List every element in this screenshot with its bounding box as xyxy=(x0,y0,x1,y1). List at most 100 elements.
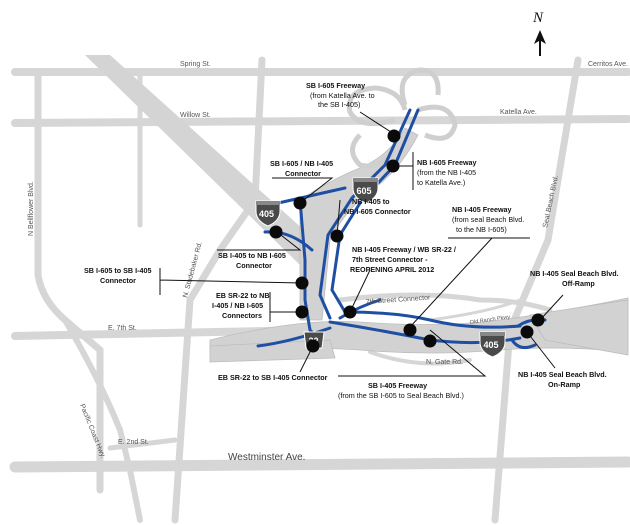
callout-nb405-wb22-line2: 7th Street Connector - xyxy=(352,255,428,264)
callout-nb405-seal-off-line1: NB I-405 Seal Beach Blvd. xyxy=(530,269,619,278)
cerritos-ave-label: Cerritos Ave. xyxy=(588,61,628,68)
i605-band xyxy=(299,127,419,321)
callout-sb605-nb405-line1: SB I-605 / NB I-405 xyxy=(270,159,333,168)
leader-seal-on xyxy=(526,331,556,369)
marker-sb605-nb405 xyxy=(293,196,307,210)
seventh-connector-road xyxy=(337,292,553,313)
cloverleaf-west-loop xyxy=(346,85,408,127)
bellflower-label: N Bellflower Blvd. xyxy=(28,181,35,236)
callout-nb405-wb22-line3: REOPENING APRIL 2012 xyxy=(350,265,434,274)
shield-i405-east-number: 405 xyxy=(484,340,499,350)
leader-sb605-sb405 xyxy=(159,268,303,295)
katella-cloverleaf xyxy=(346,67,458,169)
callout-nb405-fwy: NB I-405 Freeway (from seal Beach Blvd. … xyxy=(452,205,524,234)
pch-road xyxy=(62,317,143,523)
callout-nb405-nb605: NB I-405 to NB I-605 Connector xyxy=(344,197,411,216)
callout-eb22-sb405: EB SR-22 to SB I-405 Connector xyxy=(218,373,328,382)
callout-sb605-fwy: SB I-605 Freeway (from Katella Ave. to t… xyxy=(306,81,375,109)
marker-sb605-fwy xyxy=(387,129,401,143)
callout-nb405-nb605-line2: NB I-605 Connector xyxy=(344,207,411,216)
callout-nb405-seal-on-line2: On-Ramp xyxy=(548,380,581,389)
shield-i605: 605 xyxy=(352,177,379,204)
shield-i605-number: 605 xyxy=(357,186,372,196)
callout-eb22-nb-line2: I-405 / NB I-605 xyxy=(212,301,263,310)
north-arrow-icon xyxy=(534,30,546,56)
seal-beach-road xyxy=(491,56,582,524)
sb605-freeway-line xyxy=(330,108,420,314)
callout-eb22-nb-line1: EB SR-22 to NB xyxy=(216,291,270,300)
callout-nb405-wb22-line1: NB I-405 Freeway / WB SR-22 / xyxy=(352,245,456,254)
leader-nb405-fwy xyxy=(409,237,530,328)
westminster-road xyxy=(9,456,630,473)
callout-nb605-fwy-sub2: to Katella Ave.) xyxy=(417,178,465,187)
old-ranch-label: Old Ranch Pkwy xyxy=(469,314,510,326)
nb405-freeway-line xyxy=(343,310,522,329)
gate-rd-label: N. Gate Rd. xyxy=(426,359,463,366)
callout-eb22-nb-line3: Connectors xyxy=(222,311,262,320)
marker-sb405-fwy-west xyxy=(403,323,417,337)
second-st-label: E. 2nd St. xyxy=(118,439,149,446)
willow-katella-road xyxy=(11,115,630,127)
callout-nb405-seal-off: NB I-405 Seal Beach Blvd. Off-Ramp xyxy=(530,269,619,288)
shield-i405-number: 405 xyxy=(259,209,274,219)
callout-sb605-nb405-line2: Connector xyxy=(285,169,321,178)
callout-nb405-seal-on: NB I-405 Seal Beach Blvd. On-Ramp xyxy=(518,370,607,389)
marker-nb605-fwy xyxy=(386,159,400,173)
callout-sb605-fwy-sub1: (from Katella Ave. to xyxy=(310,91,375,100)
leader-sb605-fwy xyxy=(359,111,395,135)
callout-nb405-seal-on-line1: NB I-405 Seal Beach Blvd. xyxy=(518,370,607,379)
cloverleaf-south-loop xyxy=(350,133,397,169)
callout-nb405-wb22: NB I-405 Freeway / WB SR-22 / 7th Street… xyxy=(350,245,456,274)
callout-sb405-fwy-title: SB I-405 Freeway xyxy=(368,381,427,390)
marker-nb405-wb22 xyxy=(343,305,357,319)
sr22-west-line xyxy=(256,326,332,348)
leader-eb22-nb xyxy=(269,292,302,322)
leader-sb405-fwy xyxy=(338,329,487,377)
cloverleaf-north-loop xyxy=(399,67,441,106)
callout-sb605-nb405: SB I-605 / NB I-405 Connector xyxy=(270,159,333,178)
callout-sb405-nb605: SB I-405 to NB I-605 Connector xyxy=(218,251,286,270)
callout-eb22-sb405-line1: EB SR-22 to SB I-405 Connector xyxy=(218,373,328,382)
callout-nb405-fwy-title: NB I-405 Freeway xyxy=(452,205,512,214)
callout-sb405-nb605-line2: Connector xyxy=(236,261,272,270)
leader-lines xyxy=(159,111,564,377)
interstate-shield-icon xyxy=(352,177,379,204)
marker-seal-on xyxy=(520,325,534,339)
old-ranch-road xyxy=(428,298,522,322)
leader-nb405-wb22 xyxy=(349,269,371,313)
callout-nb405-nb605-line1: NB I-405 to xyxy=(352,197,390,206)
north-letter: N xyxy=(532,10,544,26)
callout-nb605-fwy: NB I-605 Freeway (from the NB I-405 to K… xyxy=(417,158,477,187)
callout-sb405-nb605-line1: SB I-405 to NB I-605 xyxy=(218,251,286,260)
spring-st-label: Spring St. xyxy=(180,61,211,68)
cloverleaf-east-loop xyxy=(417,104,458,141)
callout-sb405-fwy-sub1: (from the SB I-605 to Seal Beach Blvd.) xyxy=(338,391,464,400)
callout-nb405-fwy-sub1: (from seal Beach Blvd. xyxy=(452,215,524,224)
callout-sb605-sb405-line1: SB I-605 to SB I-405 xyxy=(84,266,152,275)
seventh-connector-line xyxy=(338,298,382,320)
callout-nb605-fwy-title: NB I-605 Freeway xyxy=(417,158,477,167)
sr22-band xyxy=(209,339,336,363)
callout-eb22-nb: EB SR-22 to NB I-405 / NB I-605 Connecto… xyxy=(212,291,270,320)
callout-nb405-fwy-sub2: to the NB I-605) xyxy=(456,225,507,234)
seal-beach-on-ramp-line xyxy=(510,338,537,350)
marker-sb405-fwy-east xyxy=(423,334,437,348)
marker-nb405-nb605 xyxy=(330,229,344,243)
shield-i405: 405 xyxy=(255,200,281,227)
callout-sb605-fwy-sub2: the SB I-405) xyxy=(318,100,360,109)
callout-sb605-sb405: SB I-605 to SB I-405 Connector xyxy=(84,266,152,285)
nb605-freeway-line xyxy=(318,108,412,320)
callout-sb605-fwy-title: SB I-605 Freeway xyxy=(306,81,365,90)
katella-ave-label: Katella Ave. xyxy=(500,109,537,116)
shield-i405-east: 405 xyxy=(479,331,506,358)
callout-nb605-fwy-sub1: (from the NB I-405 xyxy=(417,168,476,177)
marker-sb605-sb405 xyxy=(295,276,309,290)
east-river-band xyxy=(529,299,629,356)
leader-seal-off xyxy=(539,294,564,321)
interstate-shield-icon xyxy=(255,200,281,227)
marker-eb22-nb xyxy=(295,305,309,319)
callout-nb405-seal-off-line2: Off-Ramp xyxy=(562,279,595,288)
seventh-connector-label: 7th Street Connector xyxy=(366,294,432,306)
marker-seal-off xyxy=(531,313,545,327)
